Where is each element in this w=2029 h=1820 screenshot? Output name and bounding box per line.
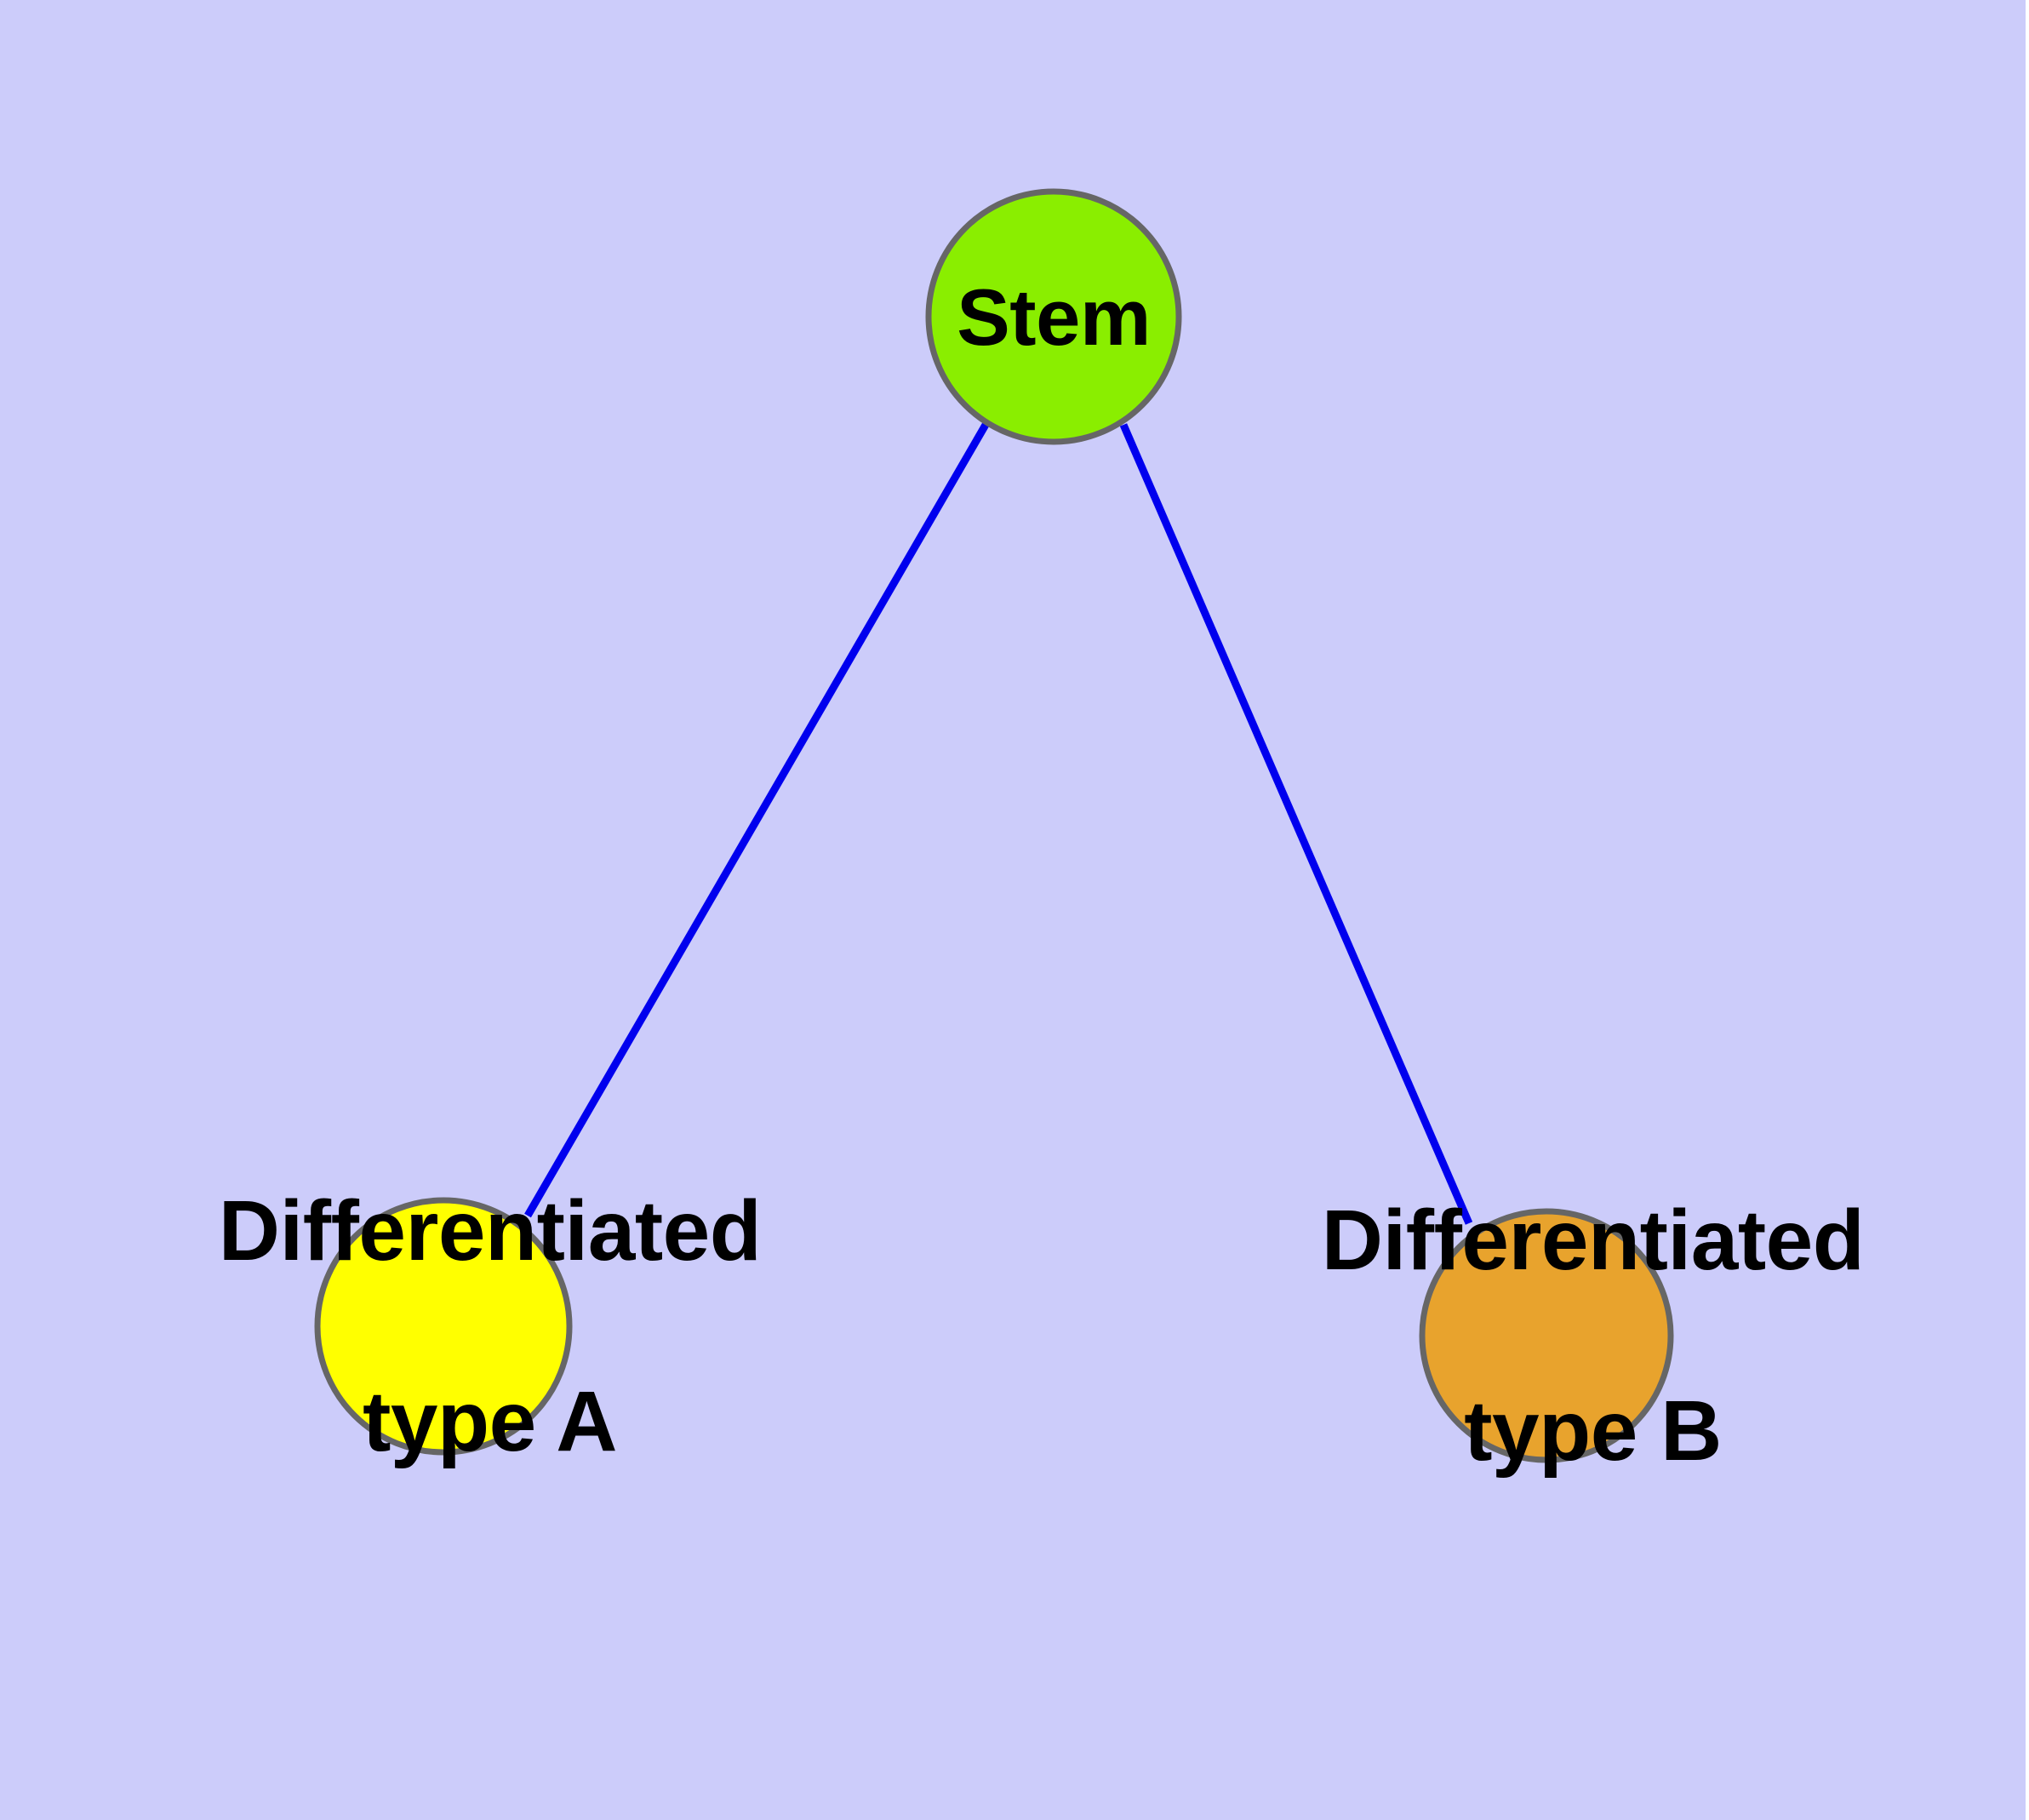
node-layer: [314, 188, 1674, 1463]
node-differentiated-type-b[interactable]: [1419, 1208, 1674, 1463]
node-stem[interactable]: [925, 188, 1182, 445]
node-differentiated-type-a[interactable]: [314, 1197, 573, 1456]
edge-stem-to-differentiated-type-b[interactable]: [1119, 423, 1473, 1225]
edge-layer: [524, 422, 1473, 1225]
edge-stem-to-differentiated-type-a[interactable]: [524, 422, 989, 1218]
